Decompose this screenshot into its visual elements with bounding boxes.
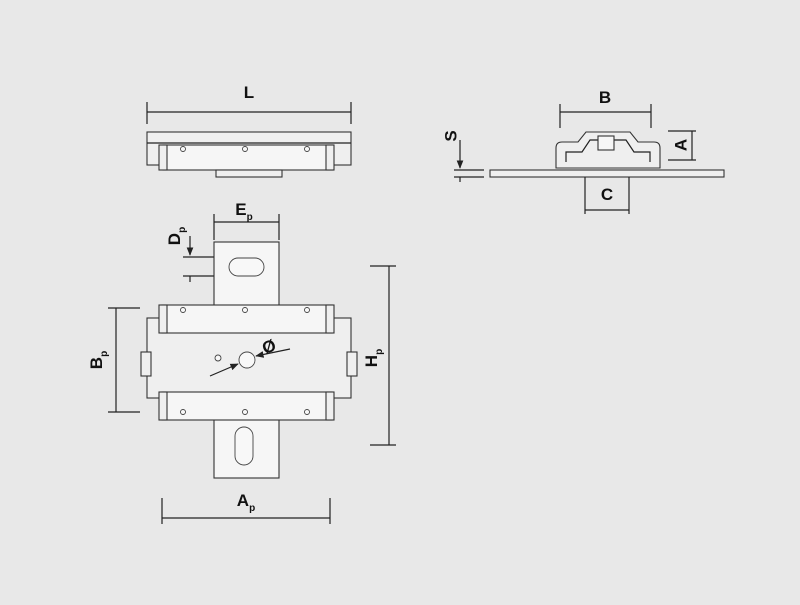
hole bbox=[180, 307, 186, 313]
label-Ap-main: A bbox=[237, 491, 249, 510]
channel-endcap bbox=[158, 391, 168, 421]
label-Dp-sub: p bbox=[177, 227, 188, 233]
slot-hole bbox=[234, 426, 254, 466]
hole bbox=[242, 307, 248, 313]
diameter-arrow bbox=[255, 348, 291, 358]
channel-endcap bbox=[325, 391, 335, 421]
label-Hp: Hp bbox=[362, 349, 385, 367]
label-Hp-main: H bbox=[362, 355, 381, 367]
label-Dp: Dp bbox=[165, 227, 188, 245]
label-L: L bbox=[244, 83, 254, 102]
channel-endcap bbox=[325, 304, 335, 334]
hole bbox=[242, 146, 248, 152]
label-Ep-main: E bbox=[235, 200, 246, 219]
label-Bp-sub: p bbox=[99, 351, 110, 357]
profile-slot bbox=[597, 135, 615, 151]
label-Ep: Ep bbox=[235, 200, 252, 223]
label-Hp-sub: p bbox=[374, 349, 385, 355]
hole bbox=[304, 409, 310, 415]
label-Bp: Bp bbox=[87, 351, 110, 369]
label-A: A bbox=[671, 139, 690, 151]
label-diameter: Ø bbox=[260, 336, 279, 358]
hole bbox=[304, 146, 310, 152]
upper-plate bbox=[213, 241, 280, 313]
label-Ap: Ap bbox=[237, 491, 255, 514]
label-Ep-sub: p bbox=[247, 212, 253, 223]
label-Dp-main: D bbox=[165, 233, 184, 245]
hole bbox=[304, 307, 310, 313]
small-hole bbox=[214, 354, 222, 362]
channel-endcap bbox=[158, 304, 168, 334]
lower-channel bbox=[161, 391, 333, 421]
label-Bp-main: B bbox=[87, 357, 106, 369]
section-view: B A S C bbox=[441, 88, 725, 214]
label-Ap-sub: p bbox=[249, 503, 255, 514]
rail-endcap bbox=[158, 144, 168, 171]
label-B: B bbox=[599, 88, 611, 107]
label-S: S bbox=[441, 130, 460, 141]
diameter-arrow bbox=[209, 363, 239, 377]
rail-endcap bbox=[325, 144, 335, 171]
center-hole bbox=[238, 351, 256, 369]
hole bbox=[242, 409, 248, 415]
plate-edge bbox=[215, 169, 283, 178]
side-tab bbox=[346, 351, 358, 377]
slot-hole bbox=[228, 257, 265, 277]
side-tab bbox=[140, 351, 152, 377]
label-C: C bbox=[601, 185, 613, 204]
base-plate bbox=[489, 169, 725, 178]
top-view: L bbox=[146, 83, 352, 178]
hole bbox=[180, 409, 186, 415]
front-view: Ep Dp bbox=[87, 200, 396, 524]
hole bbox=[180, 146, 186, 152]
